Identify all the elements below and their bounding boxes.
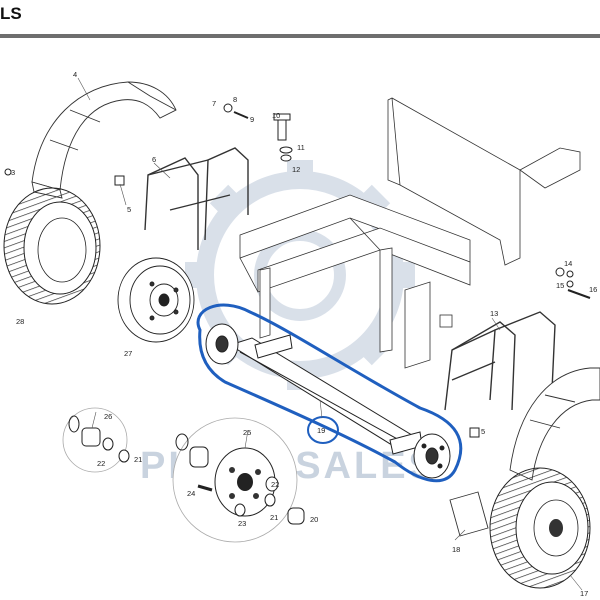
- callout-16: 16: [589, 285, 597, 294]
- callout-6: 6: [152, 155, 156, 164]
- page-header: LS: [0, 0, 600, 38]
- callout-21-left: 21: [134, 455, 142, 464]
- callout-4: 4: [73, 70, 77, 79]
- right-tire: [489, 467, 591, 589]
- page-title: LS: [0, 4, 22, 23]
- axle-highlight-outline: [196, 303, 463, 483]
- callout-23: 23: [238, 519, 246, 528]
- callout-20: 20: [310, 515, 318, 524]
- right-fender: [509, 367, 600, 481]
- leader-lines: [77, 77, 583, 591]
- license-plate-part: [449, 491, 489, 537]
- callout-labels: 3 4 5 6 7 8 9 10 11 12 13 14 15 16 17 18…: [11, 70, 597, 598]
- callout-22-left: 22: [97, 459, 105, 468]
- callout-8: 8: [233, 95, 237, 104]
- hub-detail-circle: [172, 417, 305, 543]
- callout-24: 24: [187, 489, 195, 498]
- small-hardware: [4, 103, 591, 438]
- axle-assembly: [205, 323, 451, 479]
- callout-9: 9: [250, 115, 254, 124]
- header-divider: [0, 34, 600, 38]
- callout-22-right: 22: [271, 480, 279, 489]
- callout-21-right: 21: [270, 513, 278, 522]
- left-tire: [3, 187, 101, 305]
- callout-5-right: 5: [481, 427, 485, 436]
- callout-15: 15: [556, 281, 564, 290]
- callout-14: 14: [564, 259, 572, 268]
- left-fender-bracket: [144, 147, 249, 250]
- left-fender: [31, 81, 177, 199]
- chassis-frame: [239, 97, 581, 369]
- callout-27: 27: [124, 349, 132, 358]
- callout-17: 17: [580, 589, 588, 598]
- part-19-highlight: [307, 416, 339, 444]
- callout-7: 7: [212, 99, 216, 108]
- callout-5-left: 5: [127, 205, 131, 214]
- callout-3: 3: [11, 168, 15, 177]
- callout-25: 25: [243, 428, 251, 437]
- bearing-detail-circle: [62, 407, 130, 473]
- callout-12: 12: [292, 165, 300, 174]
- callout-26: 26: [104, 412, 112, 421]
- left-wheel-rim: [117, 257, 195, 343]
- callout-28: 28: [16, 317, 24, 326]
- right-fender-bracket: [444, 311, 556, 411]
- callout-13: 13: [490, 309, 498, 318]
- callout-19: 19: [317, 426, 325, 435]
- callout-11: 11: [297, 143, 305, 152]
- callout-18: 18: [452, 545, 460, 554]
- callout-10: 10: [272, 111, 280, 120]
